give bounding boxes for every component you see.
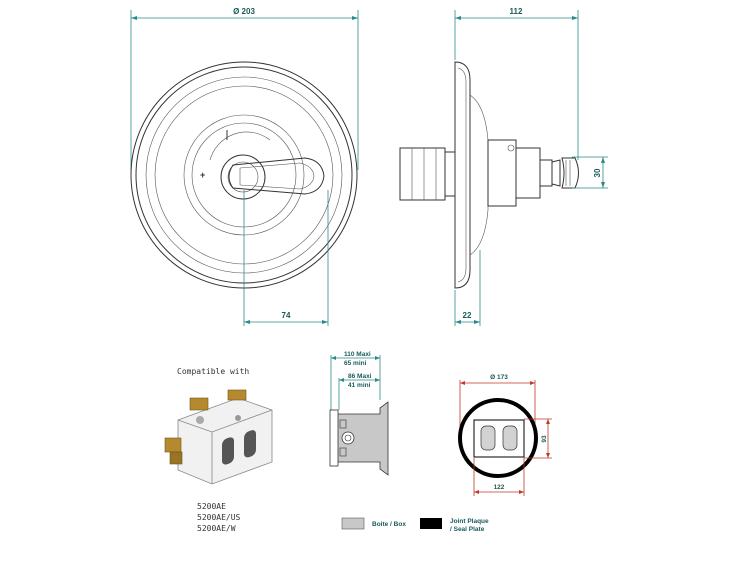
side-view: 112 30 22 — [399, 7, 608, 326]
model-2: 5200AE/US — [197, 513, 241, 522]
front-offset-label: 74 — [282, 311, 291, 320]
legend-box-label: Boite / Box — [372, 521, 406, 528]
box-dim2-label: 86 Maxi — [348, 373, 372, 380]
seal-plate-view: Ø 173 93 122 — [458, 374, 552, 496]
box-dim1-label: 110 Maxi — [344, 351, 371, 358]
seal-diameter-label: Ø 173 — [490, 374, 508, 381]
legend: Boite / Box Joint Plaque / Seal Plate — [341, 517, 489, 533]
box-section-view: 110 Maxi 65 mini 86 Maxi 41 mini — [329, 351, 389, 476]
box-illustration — [164, 389, 273, 485]
compatible-section: Compatible with 5200AE 5200AE/US 5200AE/… — [164, 367, 273, 533]
compatible-title: Compatible with — [177, 367, 249, 376]
model-3: 5200AE/W — [197, 524, 236, 533]
model-1: 5200AE — [197, 502, 226, 511]
legend-seal-swatch — [420, 518, 442, 529]
plus-mark: + — [200, 170, 205, 180]
seal-width-label: 122 — [494, 484, 505, 491]
legend-seal-label-1: Joint Plaque — [450, 518, 489, 525]
box-dim2-sub: 41 mini — [348, 382, 371, 389]
legend-seal-label-2: / Seal Plate — [450, 526, 485, 533]
front-view: Ø 203 + 74 — [130, 7, 359, 326]
box-dim1-sub: 65 mini — [344, 360, 367, 367]
legend-box-swatch — [341, 517, 365, 530]
side-plate-label: 22 — [463, 311, 472, 320]
seal-height-label: 93 — [541, 435, 548, 443]
side-depth-label: 112 — [510, 7, 523, 16]
side-height-label: 30 — [593, 168, 602, 177]
lever-handle — [220, 154, 325, 200]
front-diameter-label: Ø 203 — [233, 7, 255, 16]
